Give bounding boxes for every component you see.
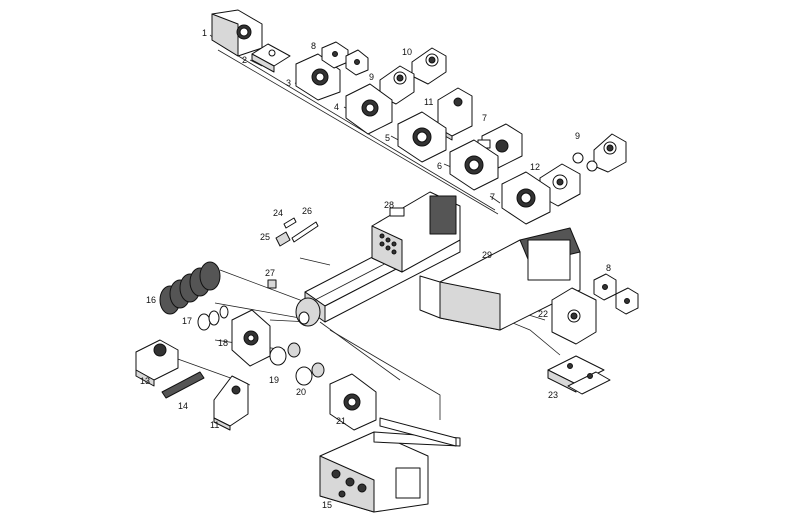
callout-3: 3 — [286, 78, 291, 88]
callout-7: 7 — [482, 113, 487, 123]
part-18-square-plate — [231, 309, 271, 367]
part-4-flange-plate — [345, 83, 393, 135]
callout-7b: 7 — [490, 192, 495, 202]
part-29-rear-motor-unit — [419, 227, 581, 331]
part-3-flange-plate — [295, 53, 341, 101]
callout-17: 17 — [182, 316, 192, 326]
callout-24: 24 — [273, 208, 283, 218]
callout-5: 5 — [385, 133, 390, 143]
parts-24-25-26-pins — [275, 217, 319, 247]
callout-27: 27 — [265, 268, 275, 278]
part-23-slide-blocks — [547, 355, 611, 395]
callout-25: 25 — [260, 232, 270, 242]
callout-26: 26 — [302, 206, 312, 216]
motor-cooling-fins — [379, 233, 397, 255]
callout-15: 15 — [322, 500, 332, 510]
callout-13: 13 — [140, 376, 150, 386]
part-16-bellows — [159, 261, 221, 315]
callout-20: 20 — [296, 387, 306, 397]
callout-10: 10 — [402, 47, 412, 57]
callout-28: 28 — [384, 200, 394, 210]
part-27-screw — [267, 279, 277, 289]
part-1-flange-block — [211, 9, 263, 57]
callout-18: 18 — [218, 338, 228, 348]
actuator-main-body — [295, 191, 461, 327]
callout-8: 8 — [311, 41, 316, 51]
part-22-pivot-bracket — [551, 287, 597, 345]
callout-16: 16 — [146, 295, 156, 305]
callout-23: 23 — [548, 390, 558, 400]
callout-12: 12 — [530, 162, 540, 172]
callout-2: 2 — [242, 55, 247, 65]
part-15-guide-unit — [319, 417, 461, 513]
callout-19: 19 — [269, 375, 279, 385]
part-21-flange-plate — [329, 373, 377, 431]
part-17-rod-nuts — [197, 305, 229, 331]
part-13-clamp-block — [135, 339, 179, 387]
callout-22: 22 — [538, 309, 548, 319]
callout-9: 9 — [369, 72, 374, 82]
callout-1: 1 — [202, 28, 207, 38]
part-9-clevis — [379, 65, 415, 105]
callout-14: 14 — [178, 401, 188, 411]
callout-4: 4 — [334, 102, 339, 112]
part-6-flange-plate — [449, 139, 499, 191]
callout-29: 29 — [482, 250, 492, 260]
part-19-coupling — [269, 342, 301, 366]
part-8-blocks-top — [321, 41, 369, 76]
part-8-blocks-right — [593, 273, 639, 315]
callout-9b: 9 — [575, 131, 580, 141]
callout-labels: 1 2 3 8 10 9 4 11 5 7 6 12 9 7 28 24 26 … — [140, 28, 611, 510]
callout-8b: 8 — [606, 263, 611, 273]
part-5-flange-plate — [397, 111, 447, 163]
callout-6: 6 — [437, 161, 442, 171]
callout-11: 11 — [424, 97, 433, 107]
part-10-clevis — [411, 47, 447, 85]
callout-21: 21 — [336, 416, 346, 426]
part-11-foot-mount-left — [213, 375, 249, 431]
part-14-threaded-rod — [161, 371, 205, 399]
callout-11b: 11 — [210, 420, 219, 430]
part-2-small-bracket — [251, 43, 291, 73]
part-9-clevis-right — [572, 133, 627, 173]
part-7-flange-lower — [501, 171, 551, 225]
part-20-coupling — [295, 362, 325, 386]
